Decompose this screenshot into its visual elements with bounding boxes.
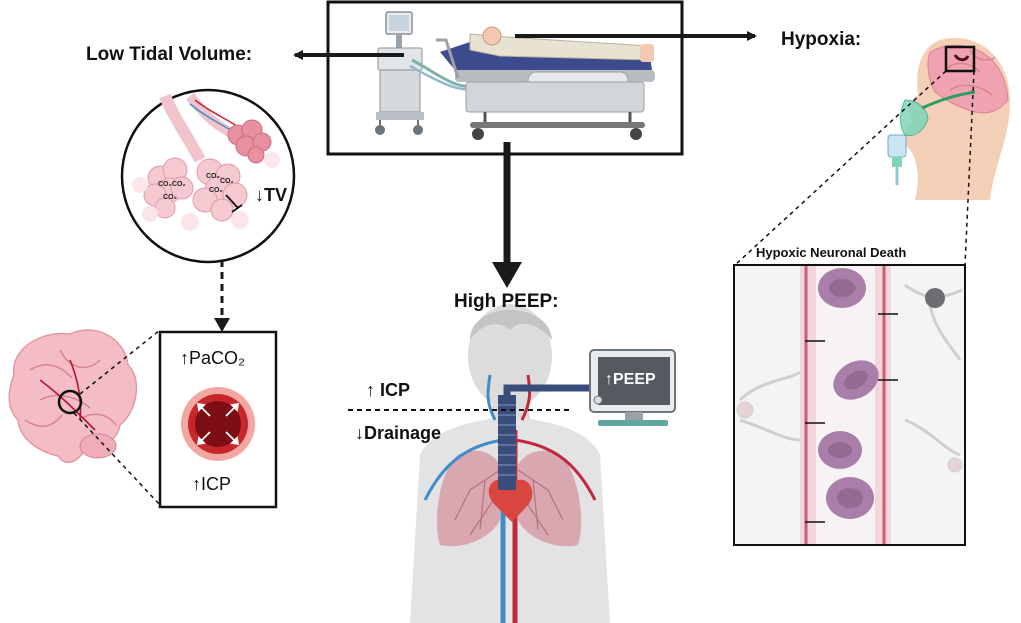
co2-label: CO₂	[163, 194, 177, 201]
co2-label: CO₂	[172, 181, 186, 188]
peep-monitor-label: ↑PEEP	[605, 371, 656, 388]
hypoxic-neuronal-death-label: Hypoxic Neuronal Death	[756, 245, 907, 260]
co2-label: CO₂	[206, 173, 220, 180]
neuronal-death-panel	[733, 264, 966, 546]
peep-monitor	[589, 349, 676, 426]
paco2-increase-label: ↑PaCO₂	[180, 348, 246, 368]
icp-box	[158, 330, 278, 509]
ventilated-patient-illustration	[326, 0, 684, 156]
co2-label: CO₂	[158, 181, 172, 188]
alveoli-diagram: CO₂ CO₂ CO₂ CO₂ CO₂ CO₂	[120, 88, 296, 264]
hypoxia-label: Hypoxia:	[781, 29, 862, 50]
brain-illustration	[8, 329, 161, 506]
arrow-head-high-peep	[492, 262, 522, 288]
drainage-decrease-label: ↓Drainage	[355, 423, 442, 443]
hypoxia-head-illustration	[734, 38, 1010, 266]
arrows	[214, 31, 757, 332]
icp-increase-box-label: ↑ICP	[192, 474, 232, 494]
co2-label: CO₂	[209, 187, 223, 194]
icp-increase-body-label: ↑ ICP	[366, 380, 411, 400]
tidal-volume-decrease-label: ↓TV	[255, 185, 288, 205]
high-peep-label: High PEEP:	[454, 291, 559, 312]
low-tidal-volume-label: Low Tidal Volume:	[86, 44, 253, 65]
co2-label: CO₂	[220, 178, 234, 185]
torso-illustration	[348, 304, 610, 623]
